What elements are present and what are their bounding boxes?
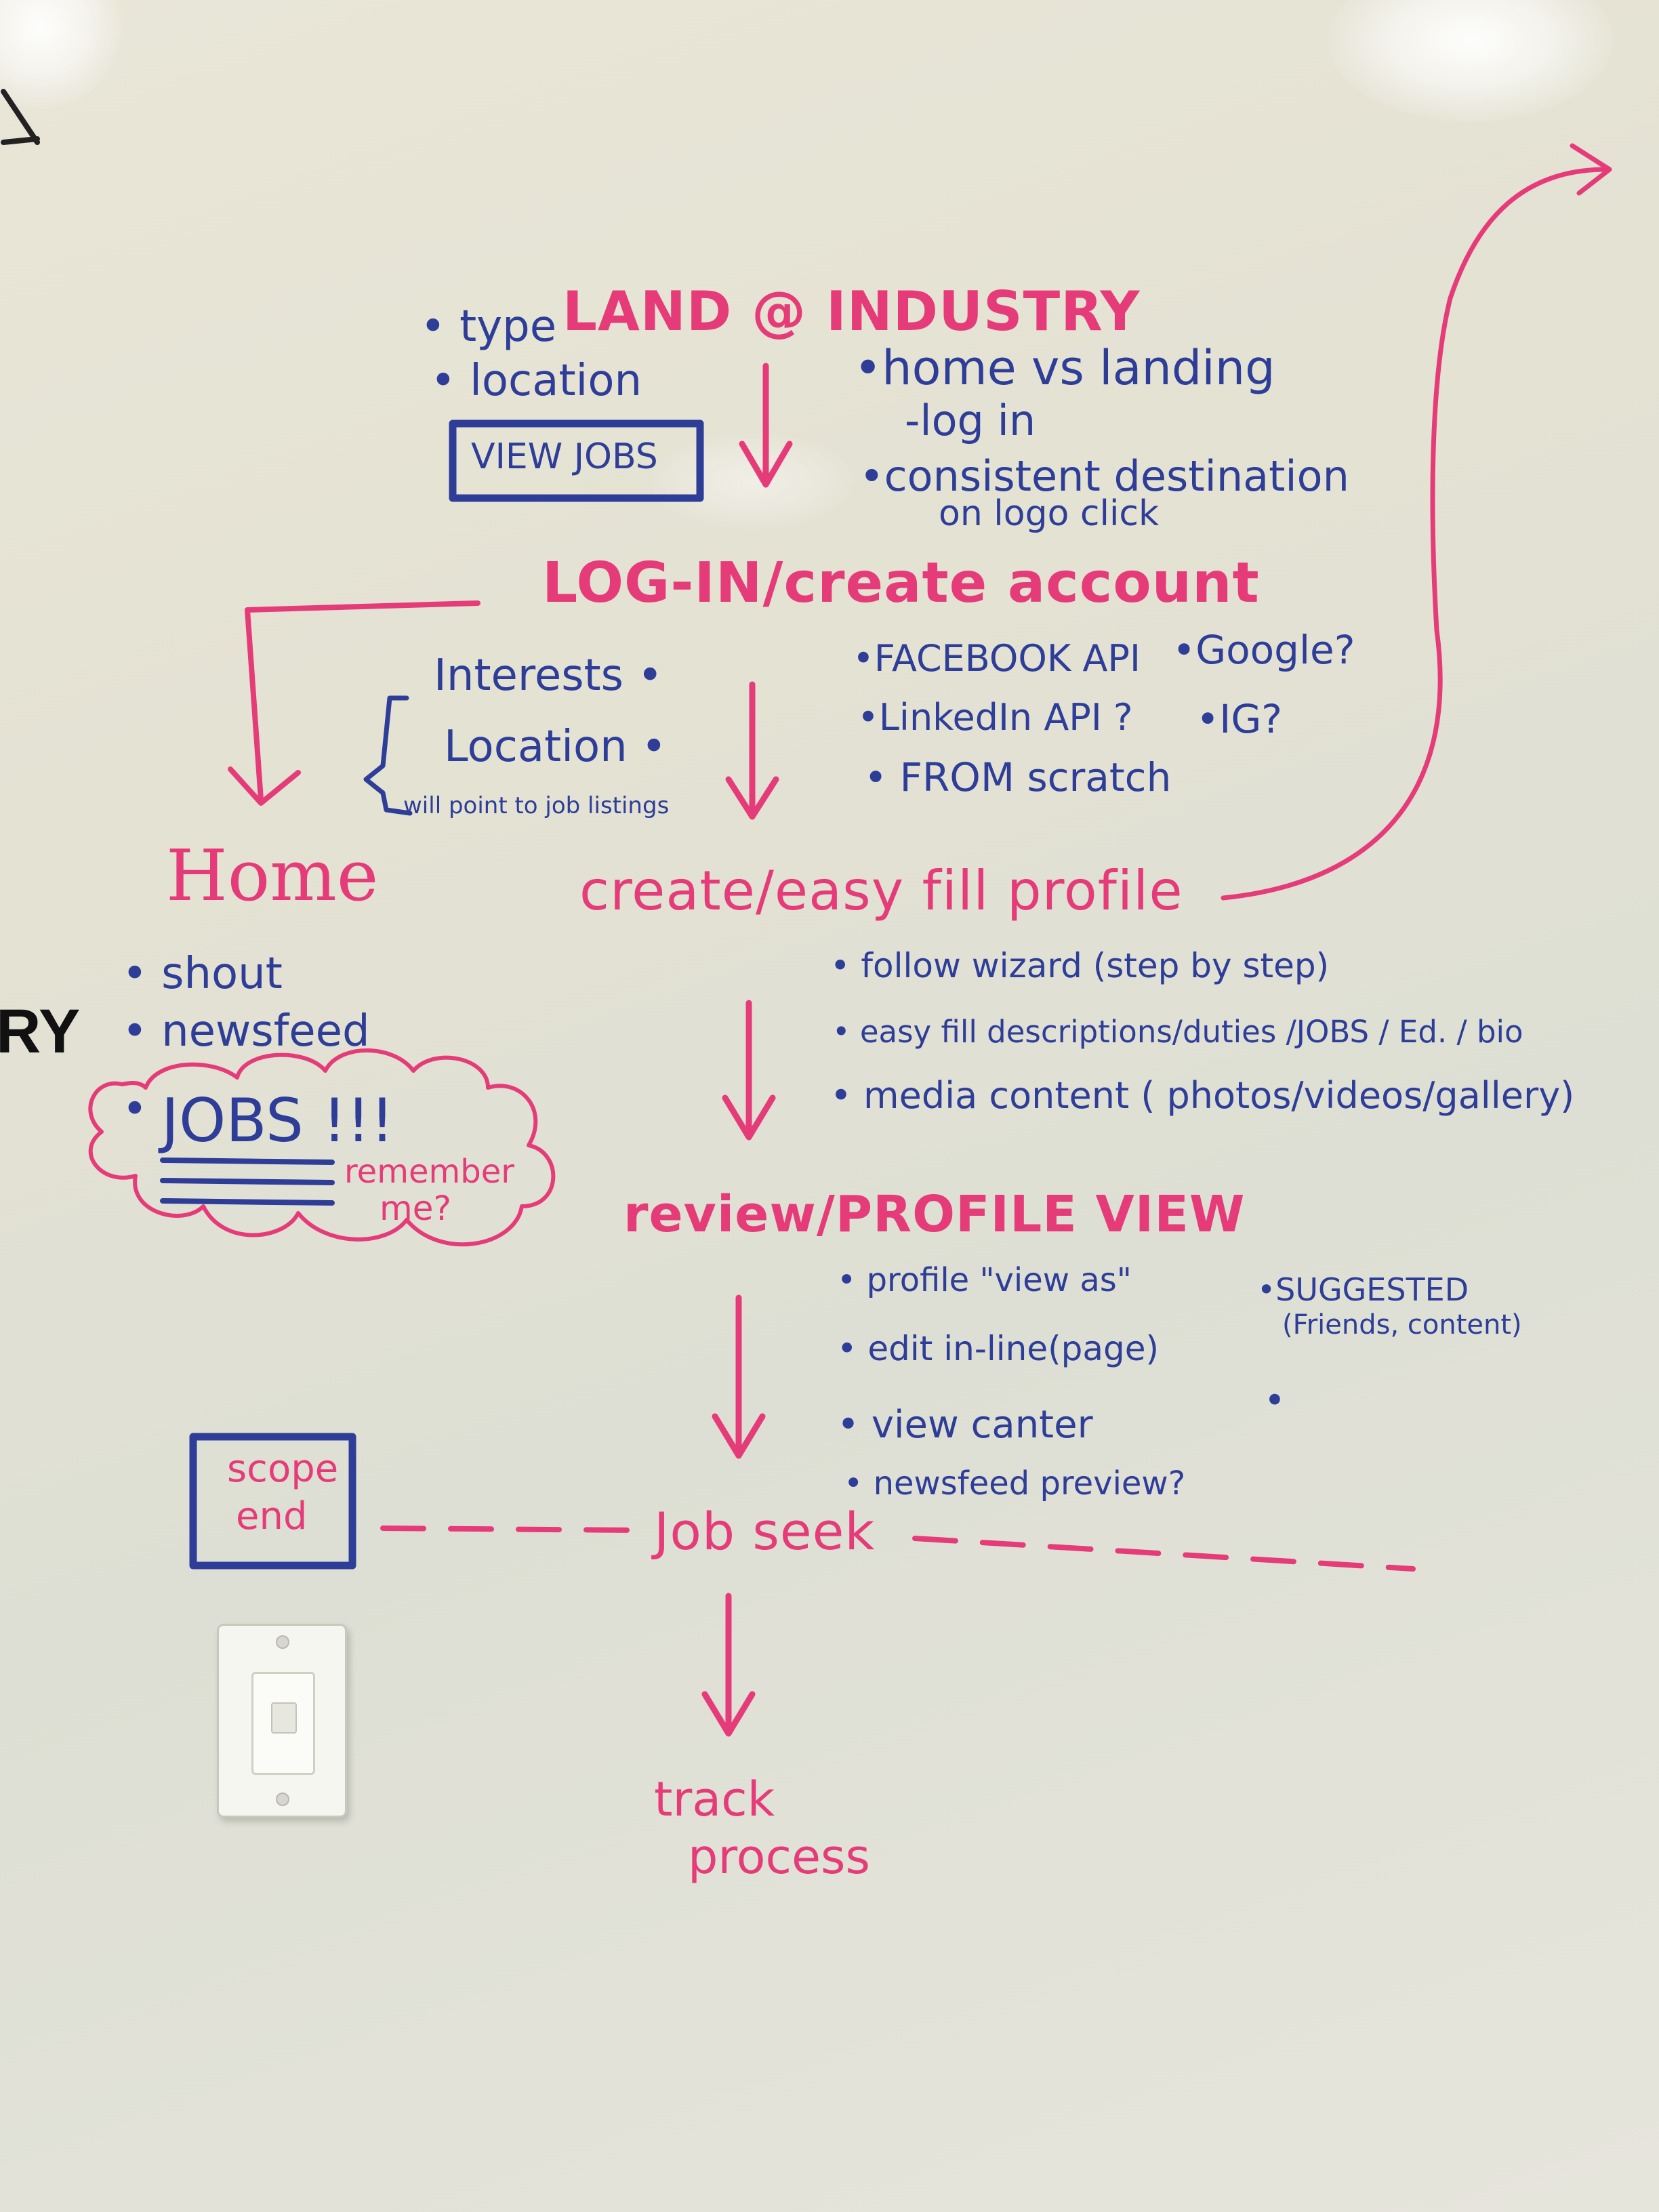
home-heading: Home bbox=[166, 834, 379, 917]
screw-icon bbox=[276, 1793, 289, 1806]
suggested-label: •SUGGESTED bbox=[1257, 1271, 1469, 1308]
home-item-newsfeed: • newsfeed bbox=[122, 1006, 370, 1057]
landing-item-location: • location bbox=[430, 356, 642, 406]
suggested-detail: (Friends, content) bbox=[1282, 1309, 1522, 1340]
arrow-landing-to-login bbox=[739, 363, 793, 488]
profile-heading: create/easy fill profile bbox=[579, 859, 1183, 922]
note-on-logo-click: on logo click bbox=[939, 493, 1160, 534]
landing-item-type: • type bbox=[420, 302, 557, 352]
cloud-note-remember: remember bbox=[344, 1153, 514, 1191]
switch-rocker bbox=[251, 1672, 315, 1775]
scope-end-box bbox=[189, 1433, 356, 1570]
process-heading: process bbox=[688, 1829, 870, 1885]
corner-arrow-mark bbox=[1, 89, 40, 145]
edge-text: RY bbox=[0, 997, 81, 1066]
arrow-login-to-home bbox=[228, 600, 480, 806]
arrow-loop-right bbox=[1221, 143, 1612, 901]
screw-icon bbox=[276, 1635, 289, 1649]
note-login: -log in bbox=[905, 396, 1036, 445]
login-option-facebook: •FACEBOOK API bbox=[853, 637, 1141, 680]
jobs-cloud bbox=[88, 1048, 556, 1247]
scope-dashed-line-left bbox=[380, 1525, 636, 1533]
end-label: end bbox=[236, 1494, 308, 1538]
review-heading: review/PROFILE VIEW bbox=[623, 1185, 1246, 1244]
track-heading: track bbox=[654, 1771, 775, 1827]
arrow-login-to-profile bbox=[725, 681, 779, 820]
jobs-underlines bbox=[160, 1158, 335, 1206]
scope-label: scope bbox=[227, 1447, 339, 1491]
jobseek-heading: Job seek bbox=[654, 1501, 876, 1561]
profile-note-media: • media content ( photos/videos/gallery) bbox=[830, 1074, 1575, 1117]
landing-heading: LAND @ INDUSTRY bbox=[562, 280, 1141, 343]
view-jobs-box bbox=[449, 419, 704, 502]
profile-note-wizard: • follow wizard (step by step) bbox=[830, 946, 1330, 985]
light-switch bbox=[217, 1624, 347, 1818]
suggested-empty-bullet: • bbox=[1264, 1379, 1286, 1422]
home-jobs-label: JOBS !!! bbox=[161, 1086, 394, 1155]
login-item-location: Location • bbox=[444, 722, 667, 772]
login-option-google: •Google? bbox=[1172, 627, 1355, 673]
note-home-vs-landing: •home vs landing bbox=[854, 340, 1275, 396]
login-option-ig: •IG? bbox=[1196, 696, 1283, 742]
scope-dashed-line-right bbox=[912, 1536, 1416, 1572]
login-heading: LOG-IN/create account bbox=[542, 551, 1260, 615]
arrow-review-to-jobseek bbox=[712, 1294, 766, 1459]
home-item-shout: • shout bbox=[122, 949, 283, 999]
login-option-from-scratch: • FROM scratch bbox=[864, 754, 1172, 800]
review-note-newsfeed-preview: • newsfeed preview? bbox=[844, 1465, 1186, 1502]
bracket bbox=[363, 695, 413, 816]
review-note-view-canter: • view canter bbox=[837, 1403, 1093, 1447]
cloud-note-me: me? bbox=[380, 1189, 452, 1228]
dimmer-knob bbox=[271, 1702, 297, 1734]
login-option-linkedin: •LinkedIn API ? bbox=[857, 696, 1133, 739]
profile-note-easy-fill: • easy fill descriptions/duties /JOBS / … bbox=[832, 1014, 1523, 1050]
review-note-view-as: • profile "view as" bbox=[837, 1261, 1132, 1299]
view-jobs-label: VIEW JOBS bbox=[471, 436, 658, 477]
light-glare bbox=[651, 434, 854, 529]
arrow-profile-to-review bbox=[722, 1000, 776, 1141]
login-item-interests: Interests • bbox=[434, 651, 663, 701]
home-item-bullet: • bbox=[122, 1084, 148, 1134]
arrow-jobseek-to-track bbox=[701, 1593, 756, 1737]
review-note-edit-inline: • edit in-line(page) bbox=[837, 1329, 1160, 1368]
login-note-job-listings: will point to job listings bbox=[403, 792, 670, 819]
note-consistent-destination: •consistent destination bbox=[859, 451, 1349, 501]
